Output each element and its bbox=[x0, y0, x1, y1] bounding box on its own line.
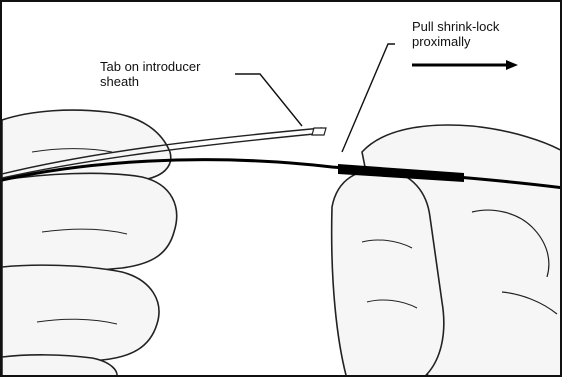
right-hand bbox=[332, 125, 562, 377]
tab-leader-line bbox=[235, 74, 302, 126]
right-arrow-icon bbox=[412, 60, 518, 70]
tab-callout-line2: sheath bbox=[100, 74, 200, 89]
tab-callout: Tab on introducer sheath bbox=[100, 59, 200, 89]
tab-callout-line1: Tab on introducer bbox=[100, 59, 200, 74]
left-hand bbox=[2, 110, 177, 377]
pull-callout-line1: Pull shrink-lock bbox=[412, 19, 499, 34]
pull-callout: Pull shrink-lock proximally bbox=[412, 19, 499, 49]
pull-callout-line2: proximally bbox=[412, 34, 499, 49]
